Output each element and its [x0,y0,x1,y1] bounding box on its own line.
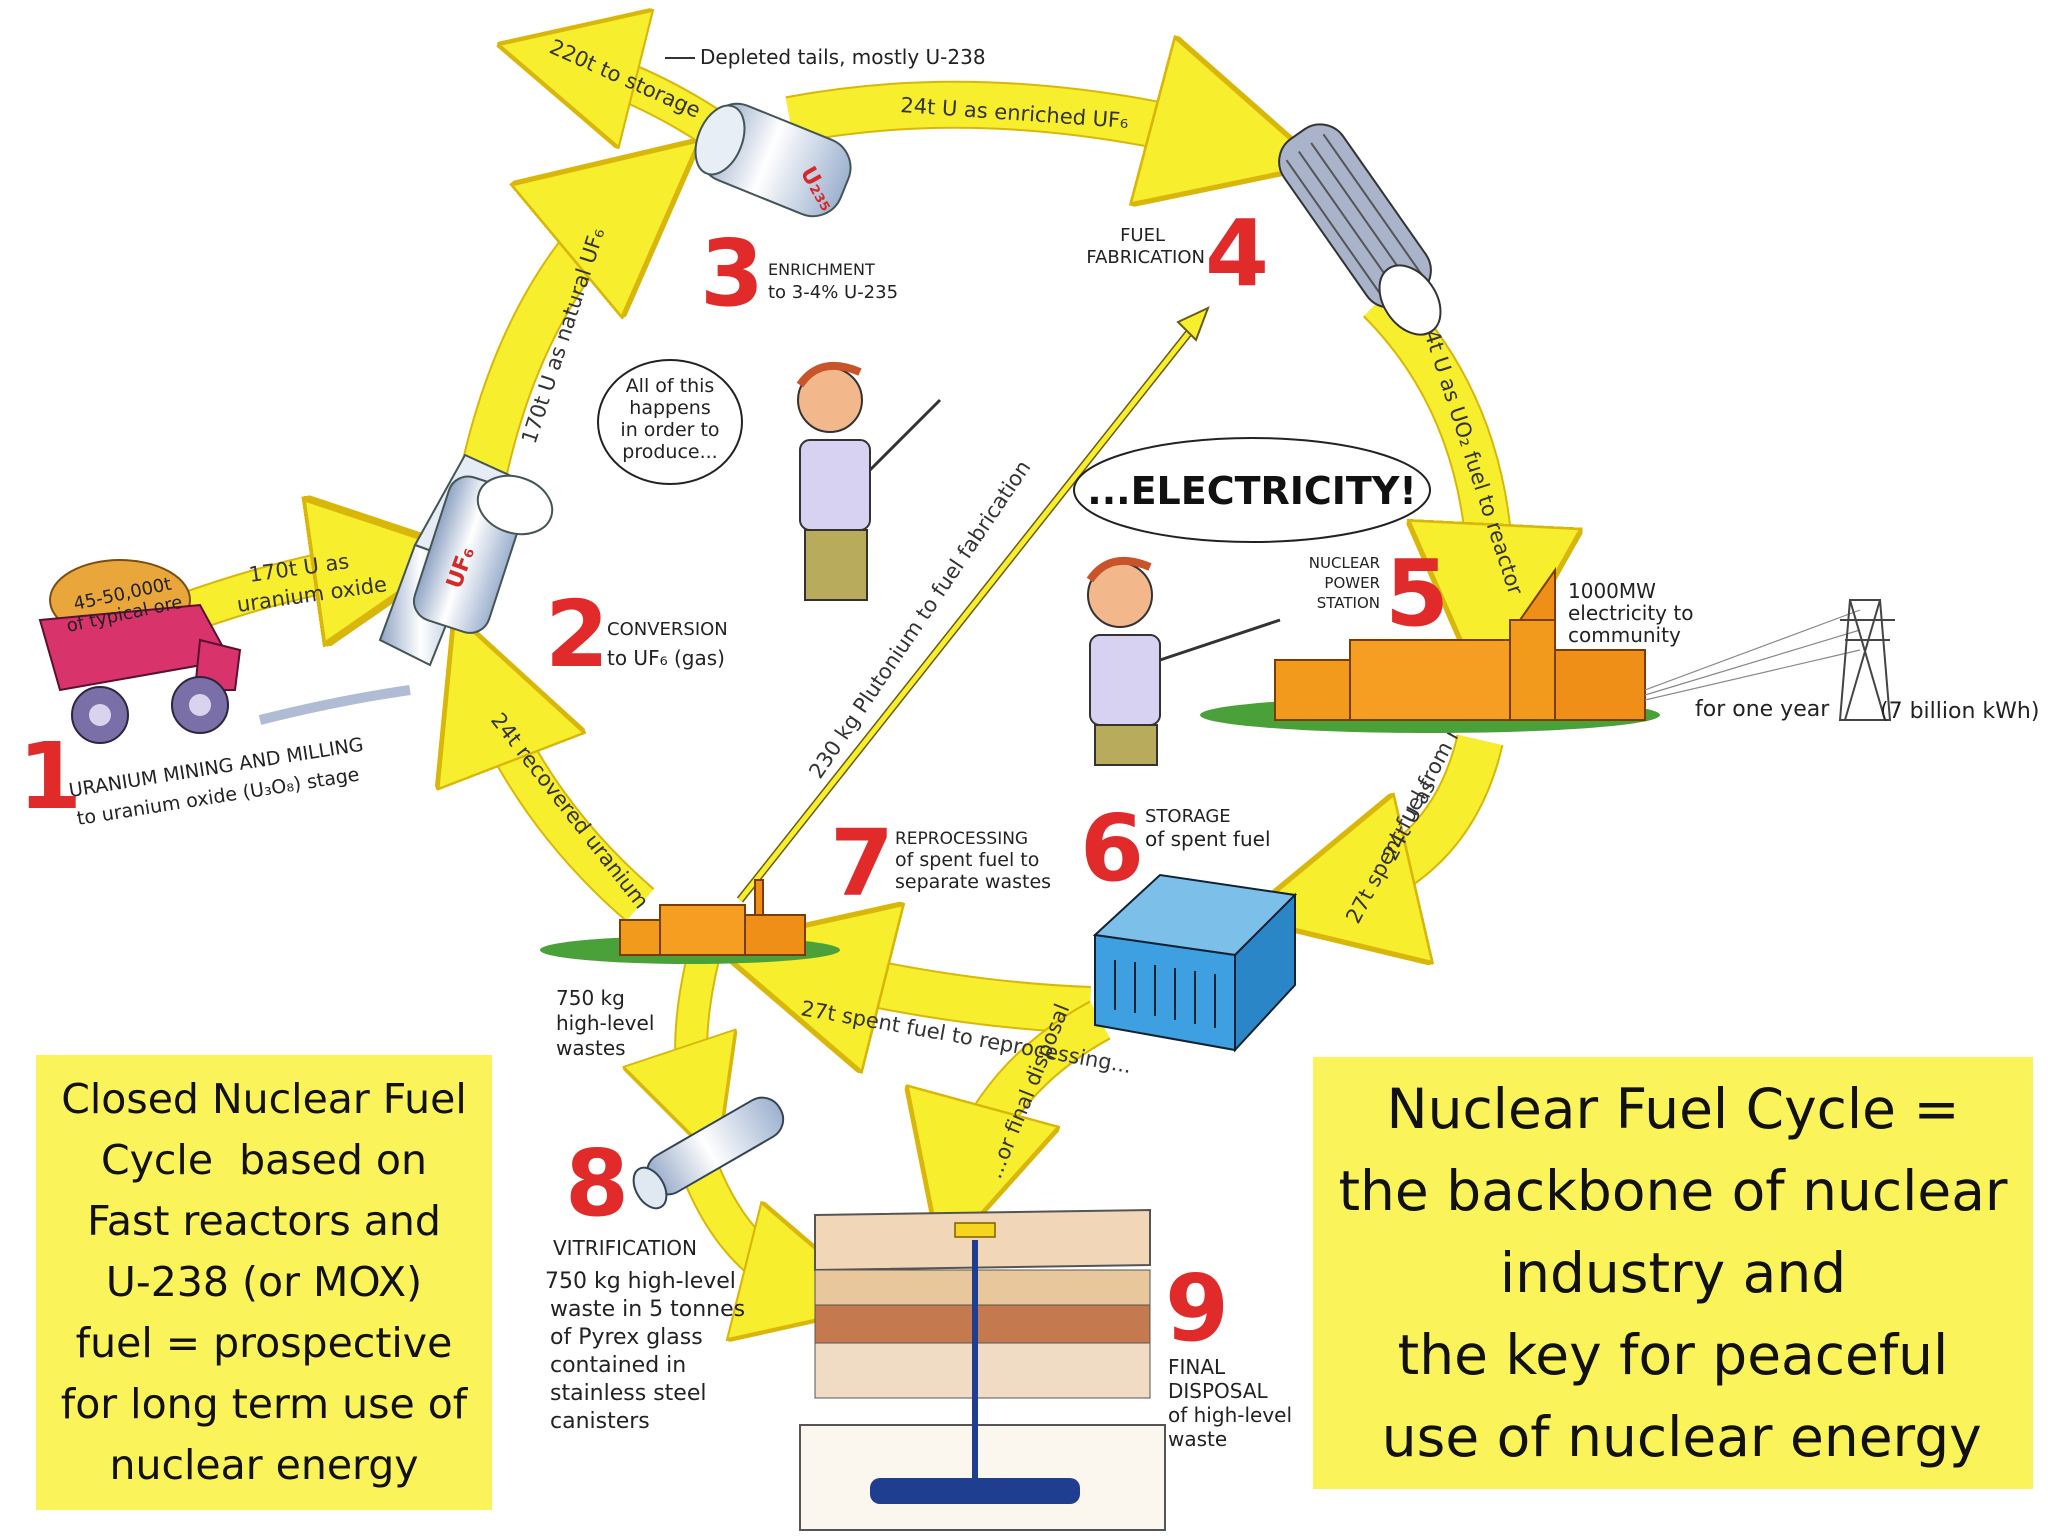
stage3-label-2: to 3-4% U-235 [768,282,898,303]
label-recovered-uranium: 24t recovered uranium [486,708,653,913]
stage-number-4: 4 [1205,200,1269,307]
stage9-label-4: waste [1168,1427,1227,1451]
stage8-label-6: stainless steel [550,1381,706,1406]
left-box-line-6: for long term use of [60,1380,468,1428]
uf6-canister: UF₆ [378,453,554,667]
stage6-label-2: of spent fuel [1145,827,1271,851]
reprocessing-plant [540,879,840,964]
stage3-label-1: ENRICHMENT [768,260,875,279]
stage8-label-5: contained in [550,1353,686,1378]
speech-bubble-1: All of this happens in order to produce.… [597,359,743,485]
label-hlw-3: wastes [556,1036,626,1060]
closed-fuel-cycle-note: Closed Nuclear Fuel Cycle based on Fast … [36,1055,492,1510]
presenter-cartoon-1 [796,361,942,601]
stage4-label-2: FABRICATION [1086,247,1205,268]
power-station [1200,566,1861,733]
stage5-label-1: NUCLEAR [1309,554,1380,572]
left-box-line-2: Cycle based on [101,1136,427,1184]
stage4-label-1: FUEL [1120,225,1165,246]
spent-fuel-pool [1092,873,1298,1053]
stage-number-5: 5 [1385,540,1449,647]
fuel-cycle-definition-note: Nuclear Fuel Cycle = the backbone of nuc… [1313,1057,2033,1489]
stage8-label-7: canisters [550,1409,650,1434]
bubble1-line1: All of this [626,375,715,397]
electricity-output-2: electricity to [1568,601,1693,625]
label-depleted-tails: Depleted tails, mostly U-238 [700,45,986,69]
geological-repository [799,1208,1166,1531]
stage2-label-2: to UF₆ (gas) [607,646,725,670]
plutonium-arrow [736,306,1210,903]
power-pylon [1838,599,1895,721]
left-box-line-7: nuclear energy [109,1441,419,1489]
right-box-line-1: Nuclear Fuel Cycle = [1386,1077,1960,1141]
stage8-label-4: of Pyrex glass [550,1325,703,1350]
bubble2-text: ...ELECTRICITY! [1087,469,1416,513]
label-hlw-2: high-level [556,1011,654,1035]
fuel-assembly [1278,123,1442,336]
speech-bubble-2: ...ELECTRICITY! [1073,437,1431,543]
stage9-label-2: DISPOSAL [1168,1379,1269,1403]
stage-number-7: 7 [830,810,894,917]
stage7-label-1: REPROCESSING [895,829,1028,849]
presenter-cartoon-2 [1086,556,1281,766]
stage-numbers: 1 2 3 4 5 6 7 8 9 [18,200,1449,1362]
bubble1-line3: in order to [620,419,719,441]
left-box-line-1: Closed Nuclear Fuel [61,1075,467,1123]
energy-amount: (7 billion kWh) [1880,699,2039,724]
stage-number-6: 6 [1080,795,1144,902]
stage-labels: URANIUM MINING AND MILLING to uranium ox… [67,225,1380,1451]
stage-number-3: 3 [700,220,764,327]
stage5-label-2: POWER [1324,574,1380,592]
right-box-line-2: the backbone of nuclear [1338,1159,2008,1223]
electricity-output-3: community [1568,623,1681,647]
stage-number-2: 2 [545,581,609,688]
stage5-label-3: STATION [1317,594,1380,612]
right-box-line-3: industry and [1499,1241,1847,1305]
left-box-line-4: U-238 (or MOX) [105,1258,423,1306]
stage7-label-2: of spent fuel to [895,849,1039,871]
stage-number-1: 1 [18,723,82,830]
for-one-year: for one year [1695,697,1830,722]
label-hlw-1: 750 kg [556,986,625,1010]
stage9-label-1: FINAL [1168,1355,1226,1379]
stage-number-8: 8 [565,1130,629,1237]
flow-arrows [172,60,1491,1290]
stage7-label-3: separate wastes [895,871,1051,893]
glass-canister [632,1096,785,1210]
right-box-line-4: the key for peaceful [1397,1323,1949,1387]
left-box-line-5: fuel = prospective [75,1319,453,1367]
stage-number-9: 9 [1165,1255,1229,1362]
stage6-label-1: STORAGE [1145,806,1231,827]
stage9-label-3: of high-level [1168,1403,1292,1427]
u235-canister: U₂₃₅ [694,102,852,218]
stage8-label-3: waste in 5 tonnes [550,1297,745,1322]
bubble1-line2: happens [629,397,710,419]
mining-truck: 45-50,000t of typical ore [38,559,411,744]
bubble1-line4: produce... [622,441,717,463]
left-box-line-3: Fast reactors and [87,1197,441,1245]
stage8-label-1: VITRIFICATION [553,1236,697,1260]
right-box-line-5: use of nuclear energy [1364,1405,1982,1469]
electricity-output-1: 1000MW [1568,579,1656,603]
stage2-label-1: CONVERSION [607,619,728,640]
stage8-label-2: 750 kg high-level [545,1269,736,1294]
